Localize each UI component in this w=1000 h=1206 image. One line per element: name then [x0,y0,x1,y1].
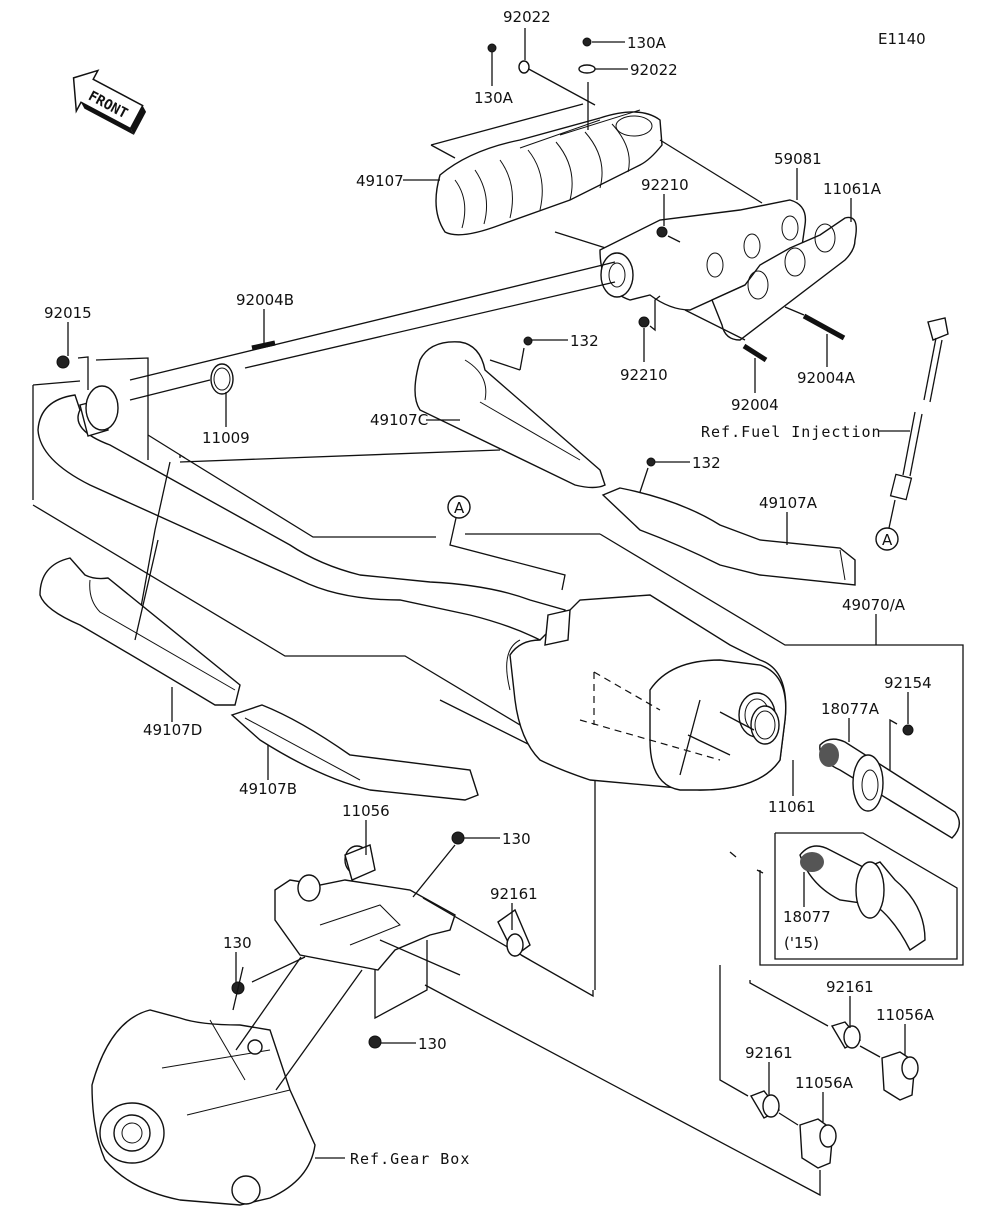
washer-92022-b[interactable] [578,64,596,74]
label-49107B: 49107B [239,780,297,798]
label-18077A: 18077A [821,700,880,718]
label-18077: 18077 [783,908,831,926]
label-92004: 92004 [731,396,779,414]
label-130-b: 130 [223,934,252,952]
stud-92004B[interactable] [251,340,276,351]
bolt-130-a[interactable] [451,831,465,845]
label-11056: 11056 [342,802,390,820]
label-92004B: 92004B [236,291,294,309]
bolt-130A-b[interactable] [582,37,592,47]
oxygen-sensor[interactable] [889,317,949,501]
label-49107D: 49107D [143,721,202,739]
gasket-11061A[interactable] [711,216,857,341]
label-59081: 59081 [774,150,822,168]
diagram-code: E1140 [878,30,926,48]
stud-92004A[interactable] [802,313,846,341]
nut-92210-b[interactable] [638,316,650,328]
callout-a-right-label: A [882,531,893,549]
damper-11056A-b[interactable] [799,1118,837,1169]
heat-shield-49107A[interactable] [601,487,856,586]
label-92161-b: 92161 [826,978,874,996]
bushing-92161-c[interactable] [749,1090,781,1119]
callout-a-left-label: A [454,499,465,517]
nut-92210-a[interactable] [656,226,668,238]
heat-shield-49107D[interactable] [39,557,241,706]
stud-92004[interactable] [742,343,768,363]
label-130A-a: 130A [474,89,514,107]
label-92161-a: 92161 [490,885,538,903]
damper-11056A-a[interactable] [881,1051,919,1101]
bolt-92154[interactable] [902,724,914,736]
label-11056A-a: 11056A [876,1006,935,1024]
label-92004A: 92004A [797,369,856,387]
exhaust-head-pipe[interactable] [37,385,566,652]
label-130-a: 130 [502,830,531,848]
label-49107: 49107 [356,172,404,190]
label-11056A-b: 11056A [795,1074,854,1092]
bushing-92161-a[interactable] [497,908,531,958]
front-arrow-icon: FRONT [72,69,147,135]
label-18077-year: ('15) [784,934,819,952]
label-130-c: 130 [418,1035,447,1053]
muffler-49070[interactable] [506,594,787,791]
bolt-132-b[interactable] [646,457,656,467]
variant-box-2015 [774,832,958,960]
spark-arrester-18077[interactable] [799,845,926,952]
label-11009: 11009 [202,429,250,447]
label-11061A: 11061A [823,180,882,198]
ref-gear-box[interactable]: Ref.Gear Box [350,1150,470,1168]
callout-a-left [447,495,471,519]
label-130A-b: 130A [627,34,667,52]
spark-arrester-18077A[interactable] [819,738,960,839]
heat-shield-49107[interactable] [435,109,663,236]
label-11061: 11061 [768,798,816,816]
bolt-130A-a[interactable] [487,43,497,53]
bushing-92161-b[interactable] [830,1021,862,1049]
label-49107A: 49107A [759,494,818,512]
label-92022-b: 92022 [630,61,678,79]
heat-shield-49107C[interactable] [414,341,606,489]
label-92210-a: 92210 [641,176,689,194]
label-92154: 92154 [884,674,932,692]
ref-fuel-injection[interactable]: Ref.Fuel Injection [701,423,882,441]
label-92015: 92015 [44,304,92,322]
bolt-130-c[interactable] [368,1035,382,1049]
label-92022-a: 92022 [503,8,551,26]
nut-92015[interactable] [56,355,70,369]
label-49107C: 49107C [370,411,428,429]
label-92161-c: 92161 [745,1044,793,1062]
label-132-b: 132 [692,454,721,472]
label-92210-b: 92210 [620,366,668,384]
gear-box-reference[interactable] [91,1009,316,1206]
heat-shield-49107B[interactable] [230,704,479,801]
callout-a-right [875,527,899,551]
bolt-132-a[interactable] [523,336,533,346]
label-132-a: 132 [570,332,599,350]
label-49070A: 49070/A [842,596,906,614]
bracket-11056[interactable] [274,844,456,971]
washer-92022-a[interactable] [518,60,530,74]
